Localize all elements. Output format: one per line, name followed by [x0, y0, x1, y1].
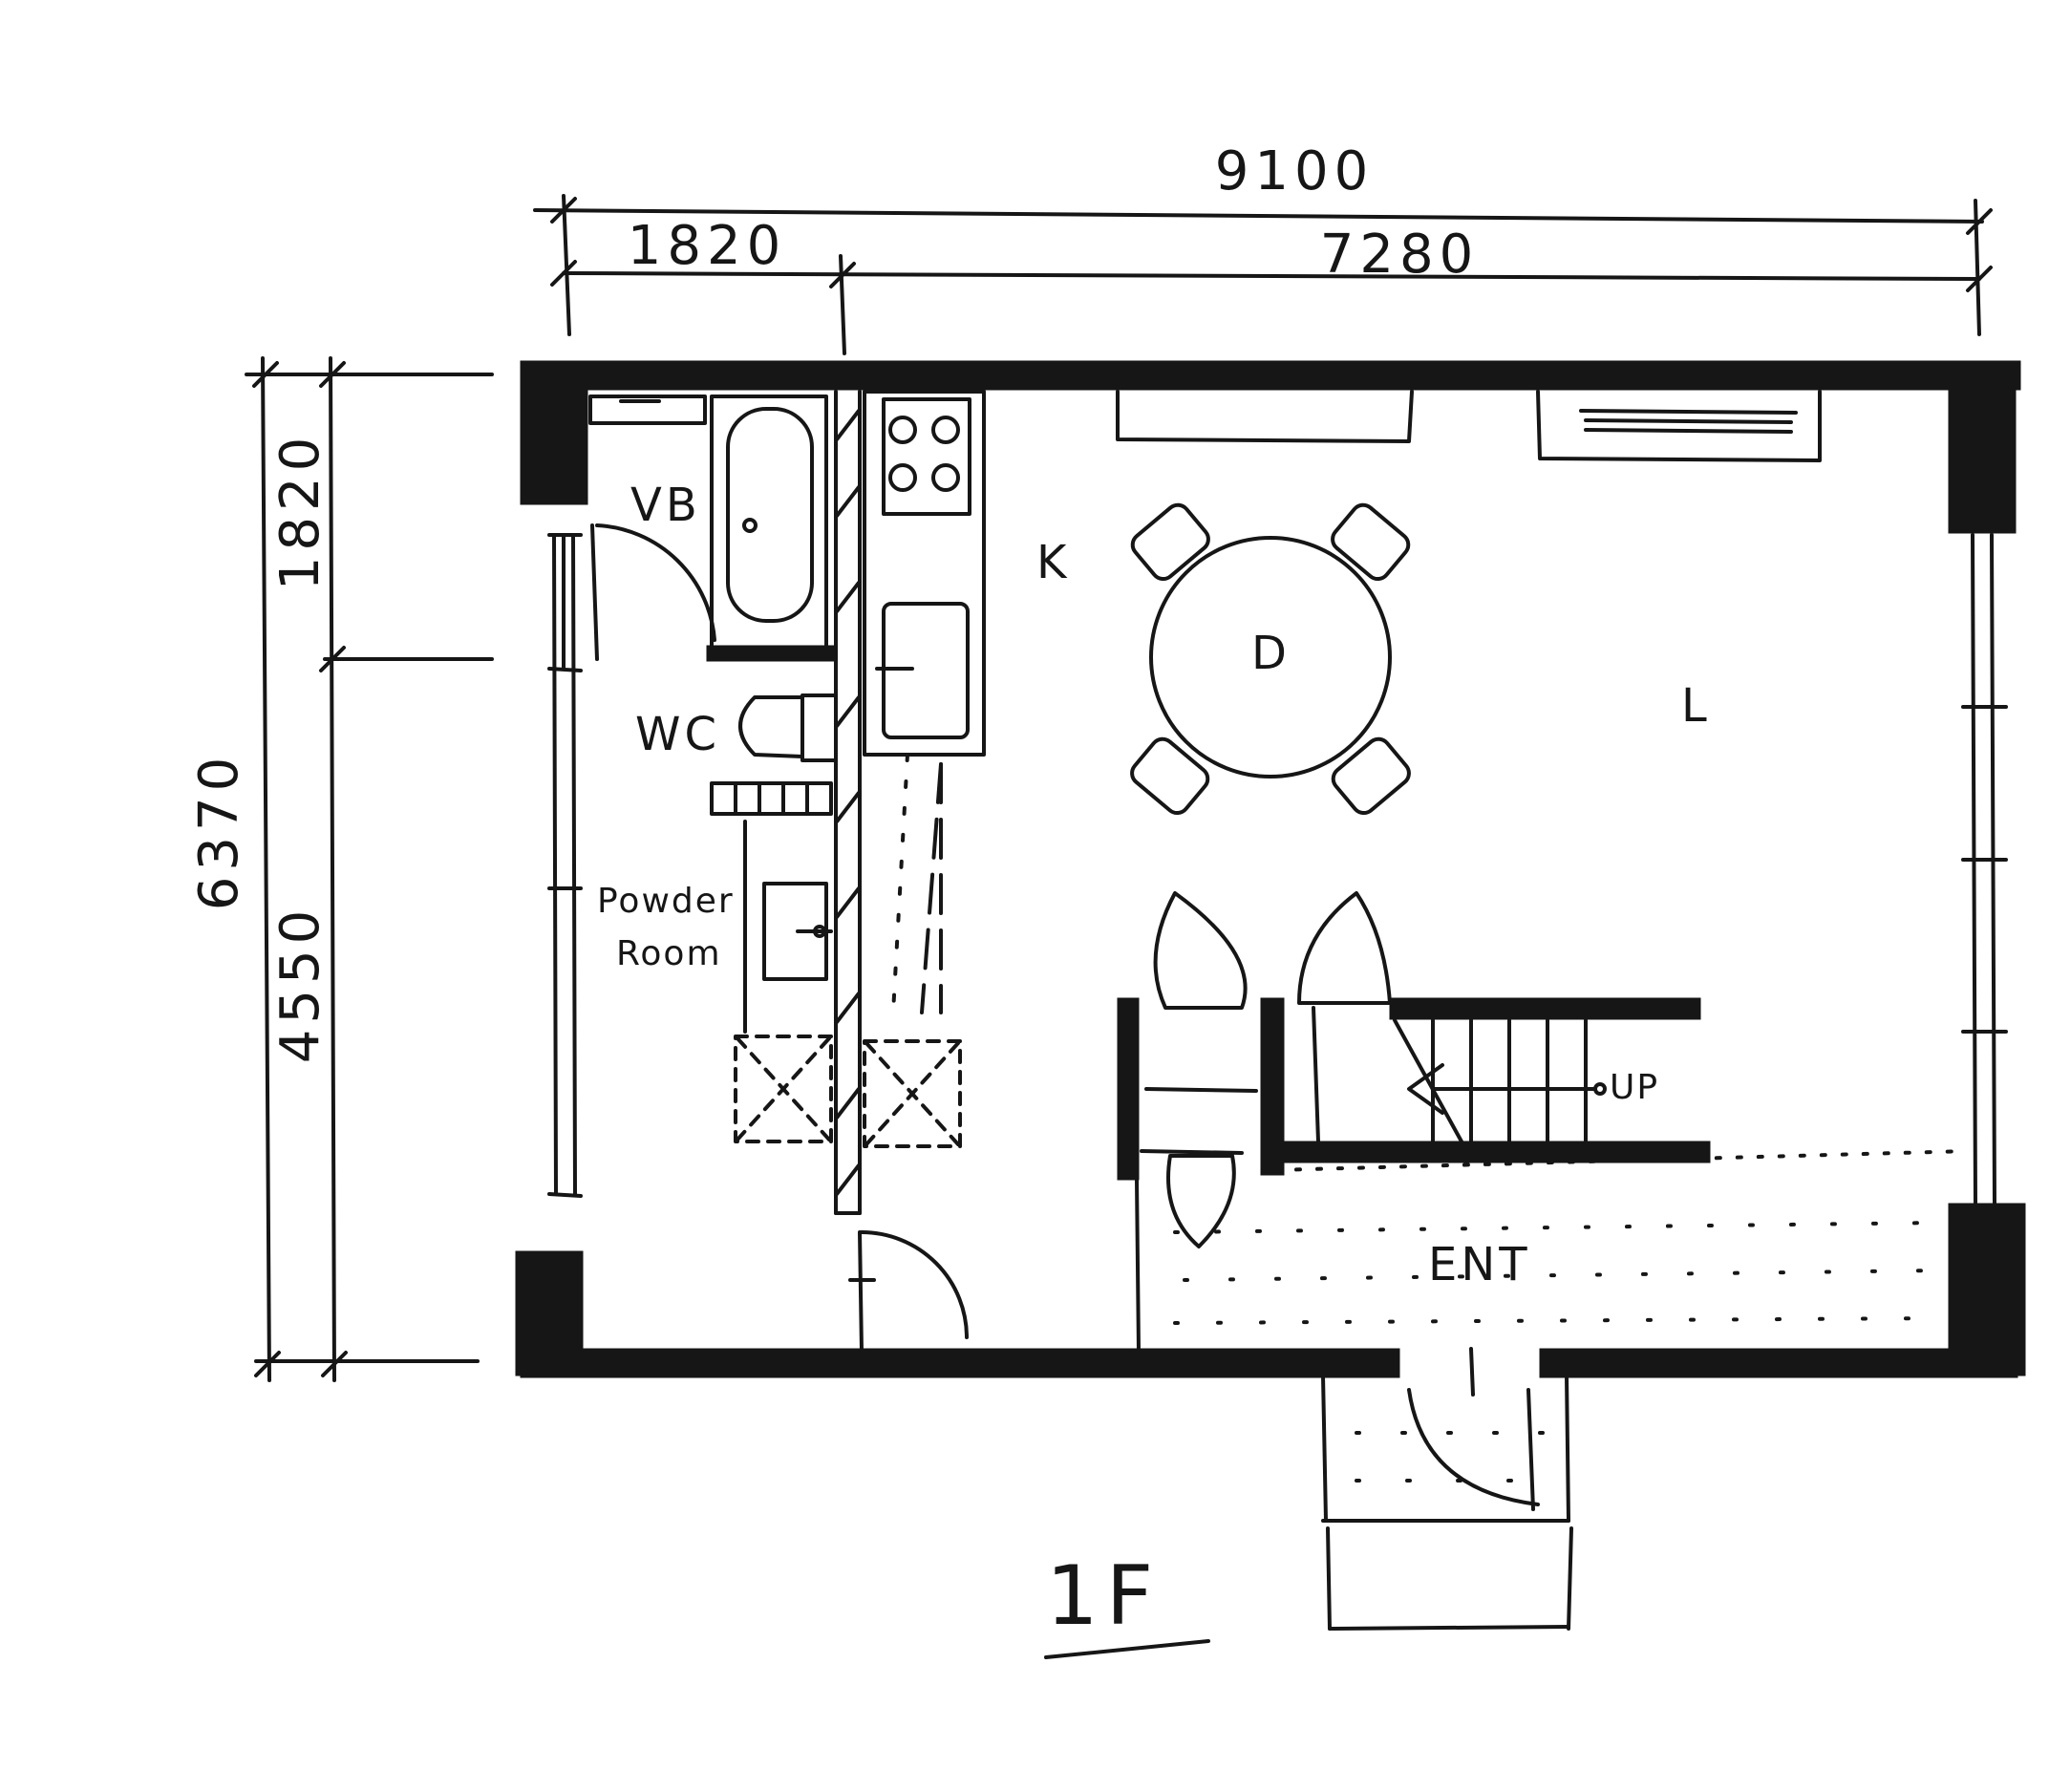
- kitchen-counter: [863, 390, 986, 1148]
- label-toilet: WC: [635, 708, 720, 761]
- label-kitchen: K: [1036, 536, 1070, 589]
- staircase: [1312, 1006, 1607, 1143]
- dimension-left-width: 1820: [628, 215, 787, 277]
- dimension-total-width: 9100: [1215, 140, 1375, 203]
- floor-label-underline: [1044, 1639, 1210, 1659]
- label-wash-basin: VB: [630, 479, 701, 532]
- label-entrance: ENT: [1428, 1238, 1531, 1291]
- interior-walls: [706, 645, 1711, 1181]
- label-powder-room-line2: Room: [616, 934, 722, 973]
- dimension-total-depth: 6370: [188, 752, 250, 911]
- entry-porch: [1321, 1347, 1573, 1631]
- dimension-lower-depth: 4550: [269, 905, 331, 1064]
- lounge-chairs: [1140, 891, 1392, 1248]
- kitchen-door: [848, 1230, 969, 1354]
- entrance-floor: [1135, 1149, 1970, 1354]
- label-dining: D: [1251, 627, 1291, 680]
- windows: [547, 390, 2008, 1205]
- exterior-walls: [515, 360, 2026, 1378]
- dimension-lines: [245, 194, 1993, 1382]
- dining-set: [1130, 502, 1411, 816]
- partition-wall: [834, 390, 862, 1215]
- label-living: L: [1681, 679, 1711, 733]
- toilet-fixture: [738, 693, 838, 762]
- label-stair-up: UP: [1610, 1068, 1659, 1107]
- label-floor: 1F: [1046, 1548, 1161, 1644]
- label-powder-room-line1: Powder: [597, 882, 735, 921]
- dimension-right-width: 7280: [1320, 224, 1480, 286]
- dimension-upper-depth: 1820: [269, 432, 331, 591]
- bathroom-fixtures: [588, 395, 828, 661]
- powder-room-fixtures: [710, 781, 833, 1143]
